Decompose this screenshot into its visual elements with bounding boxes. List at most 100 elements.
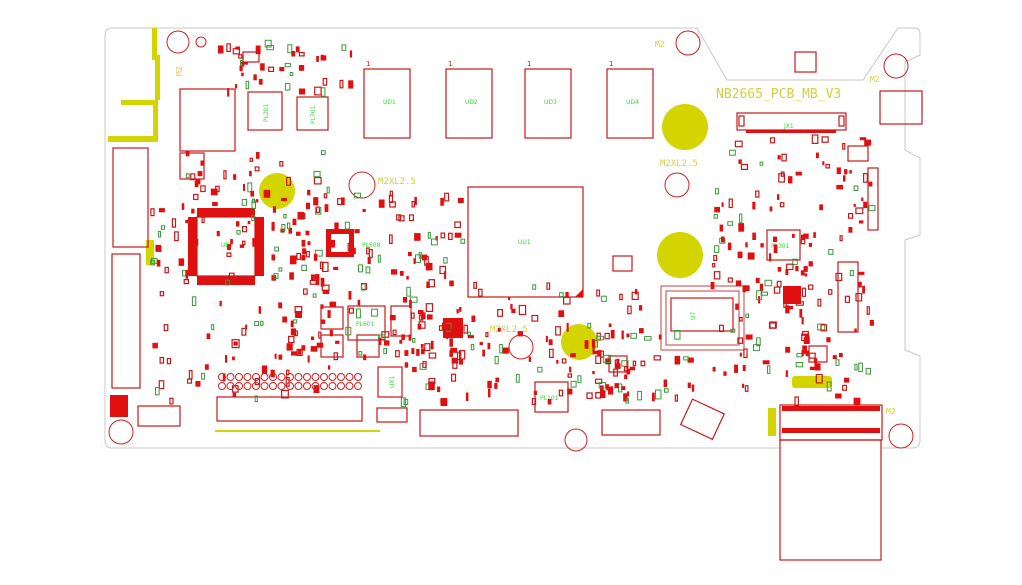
- svg-text:UD1: UD1: [383, 99, 396, 106]
- passive-pad: [279, 161, 284, 167]
- soc-uu1: UU1: [467, 186, 584, 298]
- passive-pad: [378, 334, 386, 340]
- passive-pad: [531, 398, 537, 406]
- passive-pad: [399, 271, 404, 276]
- passive-pad: [567, 373, 573, 378]
- passive-pad: [683, 356, 689, 361]
- passive-pad: [318, 331, 322, 339]
- passive-pad: [297, 211, 305, 220]
- passive-pad: [610, 329, 615, 339]
- passive-pad: [742, 383, 745, 388]
- passive-pad: [444, 271, 447, 280]
- passive-pad: [174, 231, 179, 242]
- passive-pad: [738, 223, 745, 232]
- passive-pad: [401, 334, 405, 340]
- svg-text:1: 1: [527, 60, 531, 68]
- passive-pad: [307, 189, 311, 196]
- passive-pad: [857, 271, 865, 275]
- passive-pad: [254, 377, 261, 386]
- passive-pad: [245, 324, 248, 330]
- passive-pad: [341, 44, 347, 51]
- test-point: [269, 382, 277, 390]
- passive-pad: [258, 79, 263, 85]
- mount-hole-yellow: [561, 324, 597, 360]
- passive-pad: [853, 185, 859, 191]
- passive-pad: [450, 347, 457, 353]
- passive-pad: [348, 291, 352, 300]
- passive-pad: [808, 352, 816, 359]
- passive-pad: [494, 356, 499, 365]
- passive-pad: [239, 244, 245, 248]
- test-point: [311, 382, 320, 390]
- passive-pad: [315, 274, 320, 280]
- passive-pad: [254, 321, 259, 327]
- passive-pad: [868, 205, 876, 212]
- passive-pad: [555, 326, 561, 336]
- passive-pad: [348, 80, 354, 89]
- memory-chip-ud2: UD2 1: [445, 60, 493, 139]
- passive-pad: [232, 392, 237, 397]
- passive-pad: [263, 189, 271, 198]
- passive-pad: [644, 336, 652, 341]
- passive-pad: [416, 348, 420, 356]
- mount-label: M2: [175, 66, 184, 76]
- passive-pad: [402, 297, 408, 303]
- passive-pad: [446, 319, 452, 325]
- passive-pad: [767, 365, 771, 374]
- passive-pad: [160, 225, 166, 230]
- passive-pad: [627, 305, 632, 315]
- passive-pad: [271, 222, 275, 231]
- passive-pad: [730, 328, 736, 333]
- passive-pad: [769, 137, 776, 144]
- passive-pad: [785, 269, 789, 276]
- passive-pad: [828, 289, 833, 295]
- passive-pad: [226, 252, 232, 258]
- passive-pad: [302, 248, 307, 255]
- passive-pad: [773, 236, 777, 243]
- passive-pad: [310, 336, 315, 340]
- passive-pad: [449, 280, 454, 287]
- passive-pad: [301, 254, 306, 261]
- passive-pad: [185, 150, 190, 157]
- test-point: [226, 373, 235, 381]
- passive-pad: [597, 350, 602, 356]
- passive-pad: [626, 333, 630, 338]
- passive-pad: [537, 366, 543, 373]
- passive-pad: [737, 251, 743, 259]
- passive-pad: [235, 84, 238, 89]
- passive-pad: [396, 214, 402, 221]
- passive-pad: [785, 305, 790, 314]
- passive-pad: [458, 358, 464, 365]
- test-point: [243, 373, 252, 381]
- passive-pad: [313, 177, 322, 185]
- passive-pad: [640, 360, 646, 367]
- passive-pad: [351, 247, 356, 255]
- passive-pad: [869, 319, 874, 325]
- passive-pad: [323, 193, 328, 199]
- test-point: [328, 373, 337, 381]
- inductor-pl101: PL101: [534, 381, 569, 413]
- passive-pad: [345, 326, 352, 336]
- test-point: [218, 382, 226, 390]
- passive-pad: [773, 244, 778, 254]
- passive-pad: [274, 246, 279, 252]
- passive-pad: [795, 171, 802, 176]
- passive-pad: [235, 46, 240, 50]
- passive-pad: [463, 324, 469, 334]
- passive-pad: [714, 245, 720, 253]
- passive-pad: [864, 139, 872, 146]
- passive-pad: [742, 286, 746, 293]
- passive-pad: [764, 279, 773, 287]
- passive-pad: [365, 266, 371, 274]
- passive-pad: [821, 136, 829, 143]
- passive-pad: [796, 352, 803, 358]
- passive-pad: [777, 194, 780, 200]
- passive-pad: [839, 235, 843, 242]
- passive-pad: [289, 255, 297, 265]
- passive-pad: [739, 352, 742, 357]
- passive-pad: [431, 238, 438, 246]
- test-point: [286, 382, 294, 390]
- passive-pad: [652, 392, 655, 402]
- test-point: [303, 373, 311, 381]
- passive-pad: [857, 281, 862, 288]
